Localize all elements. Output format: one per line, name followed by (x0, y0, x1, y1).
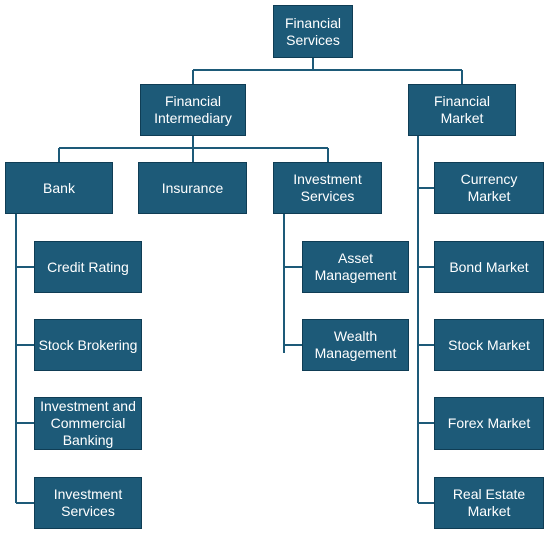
node-forex-market: Forex Market (434, 397, 544, 450)
node-investment-services: Investment Services (273, 162, 382, 214)
node-financial-intermediary: Financial Intermediary (140, 84, 246, 136)
node-bond-market: Bond Market (434, 241, 544, 293)
node-investment-commercial-banking: Investment and Commercial Banking (34, 397, 142, 450)
node-stock-market: Stock Market (434, 319, 544, 371)
node-credit-rating: Credit Rating (34, 241, 142, 293)
node-asset-management: Asset Management (302, 241, 409, 293)
node-investment-services-bank: Investment Services (34, 477, 142, 529)
node-stock-brokering: Stock Brokering (34, 319, 142, 371)
node-bank: Bank (5, 162, 113, 214)
node-financial-services: Financial Services (273, 5, 353, 58)
node-wealth-management: Wealth Management (302, 319, 409, 371)
node-real-estate-market: Real Estate Market (434, 477, 544, 529)
node-currency-market: Currency Market (434, 162, 544, 214)
node-financial-market: Financial Market (408, 84, 516, 136)
node-insurance: Insurance (138, 162, 247, 214)
